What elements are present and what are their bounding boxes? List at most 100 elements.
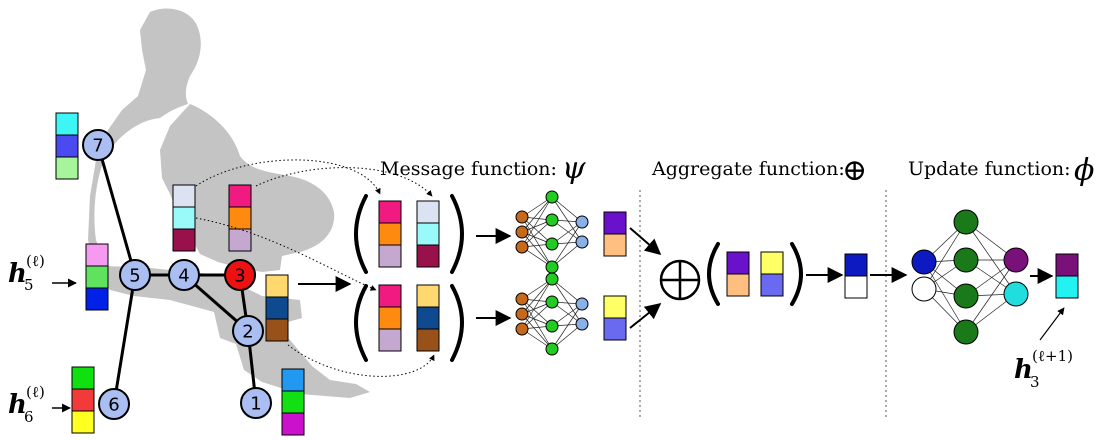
- graph-node-label: 5: [129, 266, 140, 287]
- mlp-hidden-neuron: [545, 342, 559, 356]
- h5-label: h 5 (ℓ): [8, 252, 77, 294]
- message-parens: [354, 194, 464, 362]
- message-mlp-2: [515, 272, 589, 356]
- feature-node-2: [265, 274, 289, 342]
- message-1-source: [416, 200, 440, 268]
- feature-cell: [85, 287, 109, 311]
- feature-cell: [378, 222, 402, 246]
- updated-output: [1055, 253, 1079, 299]
- update-title: Update function: ϕ: [908, 153, 1094, 188]
- feature-node-6: [71, 366, 95, 434]
- feature-cell: [603, 211, 627, 235]
- graph-node-label: 6: [108, 395, 119, 416]
- aggregate-title: Aggregate function: ⊕: [651, 153, 867, 188]
- feature-cell: [416, 306, 440, 330]
- graph-edge-5-6: [112, 274, 137, 405]
- feature-cell: [172, 206, 196, 230]
- feature-cell: [71, 410, 95, 434]
- feature-cell: [603, 233, 627, 257]
- mlp-hidden-neuron: [545, 190, 559, 204]
- feature-cell: [228, 184, 252, 208]
- feature-cell: [172, 228, 196, 252]
- mlp-input-neuron: [515, 292, 529, 306]
- feature-cell: [844, 275, 868, 299]
- feature-node-7: [55, 112, 79, 180]
- feature-node-4: [172, 184, 196, 252]
- feature-cell: [844, 253, 868, 277]
- arrow-msg2-to-agg: [629, 303, 662, 329]
- feature-cell: [71, 366, 95, 390]
- feature-node-3: [228, 184, 252, 252]
- mlp-output-neuron: [575, 215, 589, 229]
- feature-cell: [378, 200, 402, 224]
- message-1-target: [378, 200, 402, 268]
- graph-edge-7-5: [96, 144, 137, 276]
- feature-cell: [760, 273, 784, 297]
- graph-node-label: 2: [242, 322, 253, 343]
- feature-cell: [172, 184, 196, 208]
- feature-cell: [760, 251, 784, 275]
- feature-cell: [1055, 275, 1079, 299]
- update-output-neuron: [1003, 281, 1029, 307]
- mlp-hidden-neuron: [545, 295, 559, 309]
- mlp-input-neuron: [515, 225, 529, 239]
- feature-node-1: [281, 368, 305, 436]
- dotted-arrows: [195, 159, 435, 377]
- mlp-input-neuron: [515, 322, 529, 336]
- svg-text:5: 5: [24, 276, 34, 294]
- arrow-msg1-to-agg: [629, 227, 662, 256]
- message-2-source: [416, 284, 440, 352]
- graph-node-6: 6: [98, 388, 130, 420]
- svg-text:h: h: [1014, 355, 1033, 385]
- mlp-output-neuron: [575, 297, 589, 311]
- svg-text:h: h: [8, 390, 27, 420]
- mlp-hidden-neuron: [545, 213, 559, 227]
- update-output-neuron: [1003, 247, 1029, 273]
- feature-cell: [85, 265, 109, 289]
- mlp-hidden-neuron: [545, 319, 559, 333]
- feature-cell: [228, 206, 252, 230]
- message-mlp-1: [515, 190, 589, 274]
- feature-cell: [378, 244, 402, 268]
- svg-text:Aggregate function:: Aggregate function:: [651, 158, 845, 180]
- feature-cell: [1055, 253, 1079, 277]
- update-hidden-neuron: [953, 319, 979, 345]
- feature-cell: [265, 296, 289, 320]
- mlp-input-neuron: [515, 307, 529, 321]
- mlp-hidden-neuron: [545, 237, 559, 251]
- message-title: Message function: ψ: [380, 151, 586, 186]
- update-mlp: [911, 209, 1029, 345]
- message-2-target: [378, 284, 402, 352]
- feature-cell: [378, 306, 402, 330]
- graph-node-2: 2: [232, 315, 264, 347]
- graph-node-label: 1: [250, 394, 261, 415]
- output-pointer: [1039, 307, 1065, 341]
- feature-cell: [265, 274, 289, 298]
- mlp-hidden-neuron: [545, 272, 559, 286]
- svg-text:6: 6: [24, 408, 34, 426]
- aggregate-input-1: [726, 251, 750, 297]
- mlp-input-neuron: [515, 210, 529, 224]
- update-hidden-neuron: [953, 283, 979, 309]
- mlp-input-neuron: [515, 240, 529, 254]
- graph-node-1: 1: [240, 387, 272, 419]
- feature-cell: [378, 284, 402, 308]
- feature-stacks: [55, 112, 1079, 436]
- update-input-neuron: [911, 249, 937, 275]
- feature-node-5: [85, 243, 109, 311]
- graph-node-4: 4: [168, 259, 200, 291]
- update-hidden-neuron: [953, 247, 979, 273]
- feature-cell: [265, 318, 289, 342]
- h3-next-label: h 3 (ℓ+1): [1014, 347, 1073, 391]
- svg-text:(ℓ): (ℓ): [26, 252, 45, 270]
- svg-text:⊕: ⊕: [842, 153, 867, 188]
- feature-cell: [416, 222, 440, 246]
- update-hidden-neuron: [953, 209, 979, 235]
- graph-node-3: 3: [224, 259, 256, 291]
- graph-node-label: 3: [234, 266, 245, 287]
- mlp-output-neuron: [575, 317, 589, 331]
- message-1-output: [603, 211, 627, 257]
- feature-cell: [281, 412, 305, 436]
- graph-node-label: 4: [178, 266, 189, 287]
